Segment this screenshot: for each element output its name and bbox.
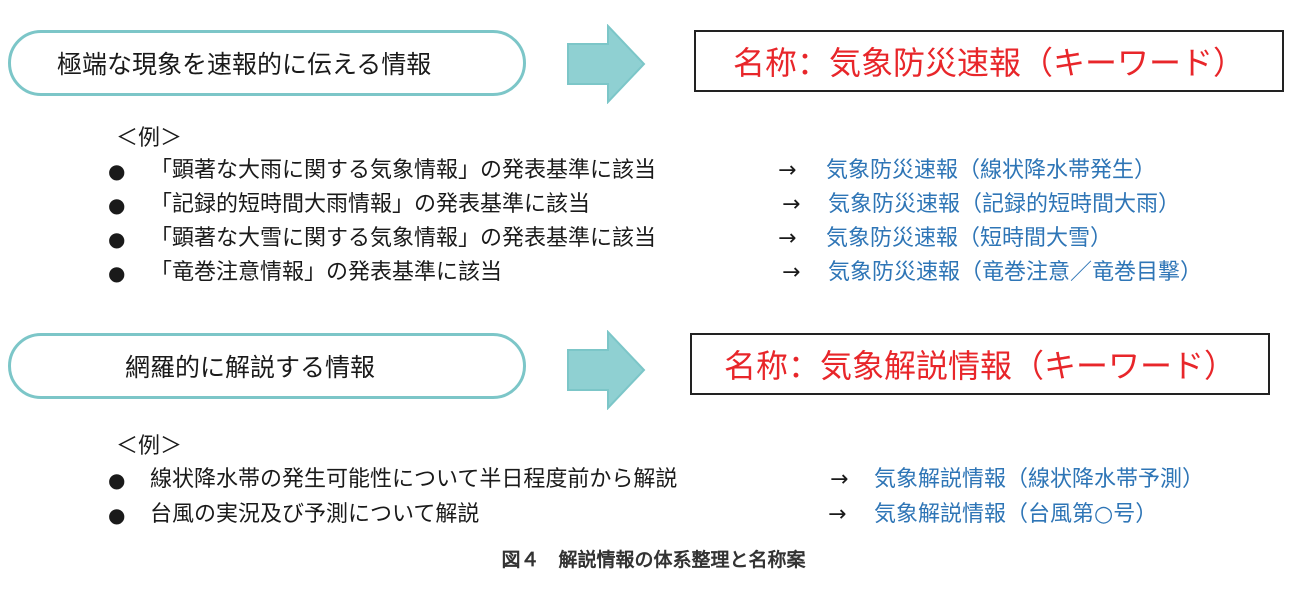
example-row: ● 線状降水帯の発生可能性について半日程度前から解説 → 気象解説情報（線状降水… [0, 464, 1307, 496]
bullet-icon: ● [108, 159, 126, 183]
bullet-icon: ● [108, 468, 126, 492]
bullet-icon: ● [108, 261, 126, 285]
examples-heading-comprehensive: ＜例＞ [116, 434, 183, 459]
figure-caption: 図４ 解説情報の体系整理と名称案 [501, 549, 806, 571]
example-condition: 「顕著な大雪に関する気象情報」の発表基準に該当 [150, 226, 657, 251]
category-label-comprehensive: 網羅的に解説する情報 [125, 353, 376, 382]
right-arrow-glyph: → [830, 467, 849, 492]
example-row: ● 「記録的短時間大雨情報」の発表基準に該当 → 気象防災速報（記録的短時間大雨… [0, 189, 1307, 221]
example-result: 気象解説情報（台風第○号） [874, 502, 1158, 527]
example-row: ● 「顕著な大雨に関する気象情報」の発表基準に該当 → 気象防災速報（線状降水帯… [0, 155, 1307, 187]
name-box-comprehensive: 名称：気象解説情報（キーワード） [690, 333, 1270, 395]
example-condition: 線状降水帯の発生可能性について半日程度前から解説 [150, 467, 678, 492]
example-result: 気象防災速報（線状降水帯発生） [826, 158, 1157, 183]
category-label-breaking: 極端な現象を速報的に伝える情報 [57, 50, 432, 79]
name-box-breaking: 名称：気象防災速報（キーワード） [694, 30, 1284, 92]
example-condition: 「記録的短時間大雨情報」の発表基準に該当 [150, 192, 591, 217]
example-result: 気象防災速報（記録的短時間大雨） [828, 192, 1181, 217]
name-label-breaking: 名称：気象防災速報（キーワード） [732, 44, 1245, 82]
category-pill-breaking: 極端な現象を速報的に伝える情報 [8, 30, 526, 96]
example-result: 気象解説情報（線状降水帯予測） [874, 467, 1205, 492]
example-result: 気象防災速報（短時間大雪） [826, 226, 1113, 251]
example-condition: 「竜巻注意情報」の発表基準に該当 [150, 260, 503, 285]
right-arrow-glyph: → [782, 192, 801, 217]
example-row: ● 「顕著な大雪に関する気象情報」の発表基準に該当 → 気象防災速報（短時間大雪… [0, 223, 1307, 255]
examples-heading-breaking: ＜例＞ [116, 126, 183, 151]
category-pill-comprehensive: 網羅的に解説する情報 [8, 333, 526, 399]
bullet-icon: ● [108, 193, 126, 217]
right-arrow-icon [567, 330, 646, 410]
example-condition: 「顕著な大雨に関する気象情報」の発表基準に該当 [150, 158, 657, 183]
bullet-icon: ● [108, 503, 126, 527]
name-label-comprehensive: 名称：気象解説情報（キーワード） [723, 347, 1236, 385]
right-arrow-glyph: → [828, 502, 847, 527]
example-row: ● 台風の実況及び予測について解説 → 気象解説情報（台風第○号） [0, 499, 1307, 531]
bullet-icon: ● [108, 227, 126, 251]
example-result: 気象防災速報（竜巻注意／竜巻目撃） [828, 260, 1203, 285]
right-arrow-glyph: → [782, 260, 801, 285]
example-row: ● 「竜巻注意情報」の発表基準に該当 → 気象防災速報（竜巻注意／竜巻目撃） [0, 257, 1307, 289]
right-arrow-icon [567, 24, 646, 104]
right-arrow-glyph: → [778, 158, 797, 183]
right-arrow-glyph: → [778, 226, 797, 251]
example-condition: 台風の実況及び予測について解説 [150, 502, 480, 527]
